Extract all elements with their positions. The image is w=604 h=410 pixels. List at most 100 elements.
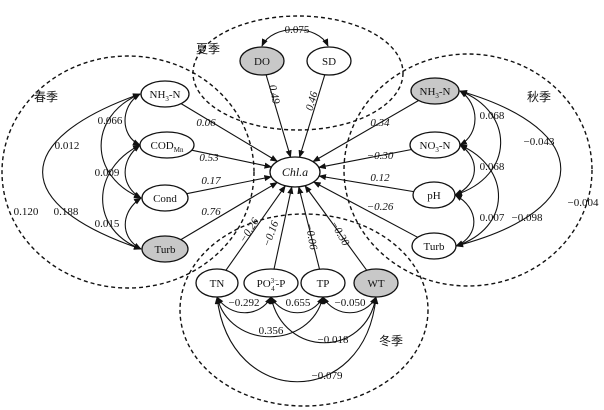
coefficient-layer: 0.075 0.066 0.009 0.015 0.012 0.188 0.120 0.068…	[14, 24, 599, 382]
summer-label: 夏季	[196, 42, 220, 56]
path-arrow-codmn	[191, 149, 273, 169]
node-label-turb_sp: Turb	[155, 244, 176, 256]
path-arrow-nh3_au	[312, 100, 419, 163]
correlation-curve-nh3_sp-turb_sp	[42, 93, 142, 250]
path-coef-ph: 0.12	[370, 172, 390, 184]
correlation-value-tn-wt: −0.079	[312, 370, 343, 382]
node-ellipse-ph	[412, 181, 456, 209]
node-nh3_au: NH3-N	[410, 77, 460, 105]
node-nh3_sp: NH3-N	[140, 80, 190, 108]
correlation-value-nh3_au-no3: 0.068	[480, 110, 505, 122]
winter-label: 冬季	[379, 333, 403, 348]
correlation-value-ph-turb_au: 0.007	[480, 212, 505, 224]
autumn-label: 秋季	[527, 90, 551, 104]
path-arrow-tp	[297, 186, 321, 270]
correlation-value-no3-ph: 0.068	[480, 161, 505, 173]
path-arrow-po4	[273, 186, 294, 270]
correlation-curve-cond-turb_sp	[124, 197, 142, 250]
autumn-group-ellipse	[343, 53, 593, 287]
node-label-wt: WT	[367, 278, 384, 290]
path-arrow-wt	[304, 185, 368, 271]
node-ellipse-do	[239, 46, 285, 76]
correlation-value-nh3_au-turb_au: −0.004	[568, 197, 599, 209]
path-coef-turb_sp: 0.76	[201, 206, 221, 218]
correlation-value-po4-wt: −0.018	[318, 334, 349, 346]
path-arrow-tn	[225, 185, 286, 271]
correlation-value-po4-tp: 0.655	[286, 297, 311, 309]
spring-label: 春季	[34, 90, 58, 104]
correlation-curve-po4-wt	[269, 296, 378, 344]
correlation-value-codmn-turb_sp: 0.188	[54, 206, 79, 218]
node-label-sd: SD	[322, 56, 336, 68]
node-ellipse-wt	[353, 268, 399, 298]
node-codmn: CODMn	[139, 131, 195, 159]
path-arrow-turb_sp	[180, 182, 278, 241]
node-label-tp: TP	[317, 278, 330, 290]
node-label-po4: PO3−4-P	[257, 277, 286, 293]
path-coef-turb_au: −0.26	[367, 201, 394, 213]
node-sd: SD	[306, 46, 352, 76]
center-node: Chl.a	[269, 156, 321, 188]
center-node-ellipse	[269, 156, 321, 188]
node-ellipse-cond	[141, 184, 189, 212]
node-ellipse-nh3_au	[410, 77, 460, 105]
correlation-curve-nh3_au-turb_au	[455, 89, 562, 248]
correlation-value-do-sd: 0.075	[285, 24, 310, 36]
path-coef-sd: 0.46	[304, 90, 321, 112]
node-label-tn: TN	[210, 278, 225, 290]
correlation-curve-nh3_au-ph	[454, 90, 502, 196]
path-coef-tp: −0.06	[303, 222, 320, 251]
path-arrow-no3	[318, 148, 412, 170]
node-ellipse-po4	[243, 268, 299, 298]
node-ellipse-no3	[409, 131, 461, 159]
correlation-curve-no3-turb_au	[455, 144, 500, 247]
correlation-value-tn-po4: −0.292	[229, 297, 260, 309]
correlation-curve-tn-wt	[214, 296, 379, 383]
node-ellipse-turb_sp	[141, 235, 189, 263]
correlation-value-tp-wt: −0.050	[335, 297, 366, 309]
node-ph: pH	[412, 181, 456, 209]
center-node-label: Chl.a	[282, 165, 308, 179]
node-po4: PO3−4-P	[243, 268, 299, 298]
correlation-value-codmn-cond: 0.009	[95, 167, 120, 179]
node-label-nh3_au: NH3-N	[420, 86, 451, 100]
path-arrow-nh3_sp	[180, 103, 278, 162]
node-label-cond: Cond	[153, 193, 177, 205]
node-ellipse-sd	[306, 46, 352, 76]
path-layer	[180, 74, 419, 271]
correlation-value-cond-turb_sp: 0.015	[95, 218, 120, 230]
correlation-value-nh3_sp-cond: 0.012	[55, 140, 80, 152]
node-tp: TP	[300, 268, 346, 298]
node-turb_sp: Turb	[141, 235, 189, 263]
node-ellipse-tp	[300, 268, 346, 298]
node-label-do: DO	[254, 56, 270, 68]
path-coef-tn: −0.26	[237, 216, 262, 245]
path-arrow-cond	[186, 175, 273, 195]
correlation-value-no3-turb_au: −0.098	[512, 212, 543, 224]
node-label-no3: NO3-N	[420, 140, 451, 154]
node-label-ph: pH	[427, 190, 441, 202]
node-turb_au: Turb	[411, 232, 457, 260]
path-coef-nh3_sp: 0.06	[196, 117, 216, 129]
correlation-value-nh3_sp-codmn: 0.066	[98, 115, 123, 127]
node-tn: TN	[195, 268, 239, 298]
correlation-value-nh3_sp-turb_sp: 0.120	[14, 206, 39, 218]
correlation-curve-do-sd	[261, 28, 329, 47]
correlation-value-tn-tp: 0.356	[259, 325, 284, 337]
correlation-curve-nh3_sp-cond	[100, 93, 142, 199]
node-ellipse-nh3_sp	[140, 80, 190, 108]
correlation-curve-ph-turb_au	[454, 194, 475, 247]
node-ellipse-turb_au	[411, 232, 457, 260]
path-coef-po4: −0.16	[261, 219, 282, 249]
path-arrow-sd	[298, 74, 326, 158]
node-wt: WT	[353, 268, 399, 298]
node-do: DO	[239, 46, 285, 76]
node-label-nh3_sp: NH3-N	[150, 89, 181, 103]
path-coef-codmn: 0.53	[199, 152, 219, 164]
path-coef-nh3_au: 0.34	[370, 117, 390, 129]
spring-group-ellipse	[1, 55, 255, 289]
node-no3: NO3-N	[409, 131, 461, 159]
winter-group-ellipse	[179, 213, 429, 407]
